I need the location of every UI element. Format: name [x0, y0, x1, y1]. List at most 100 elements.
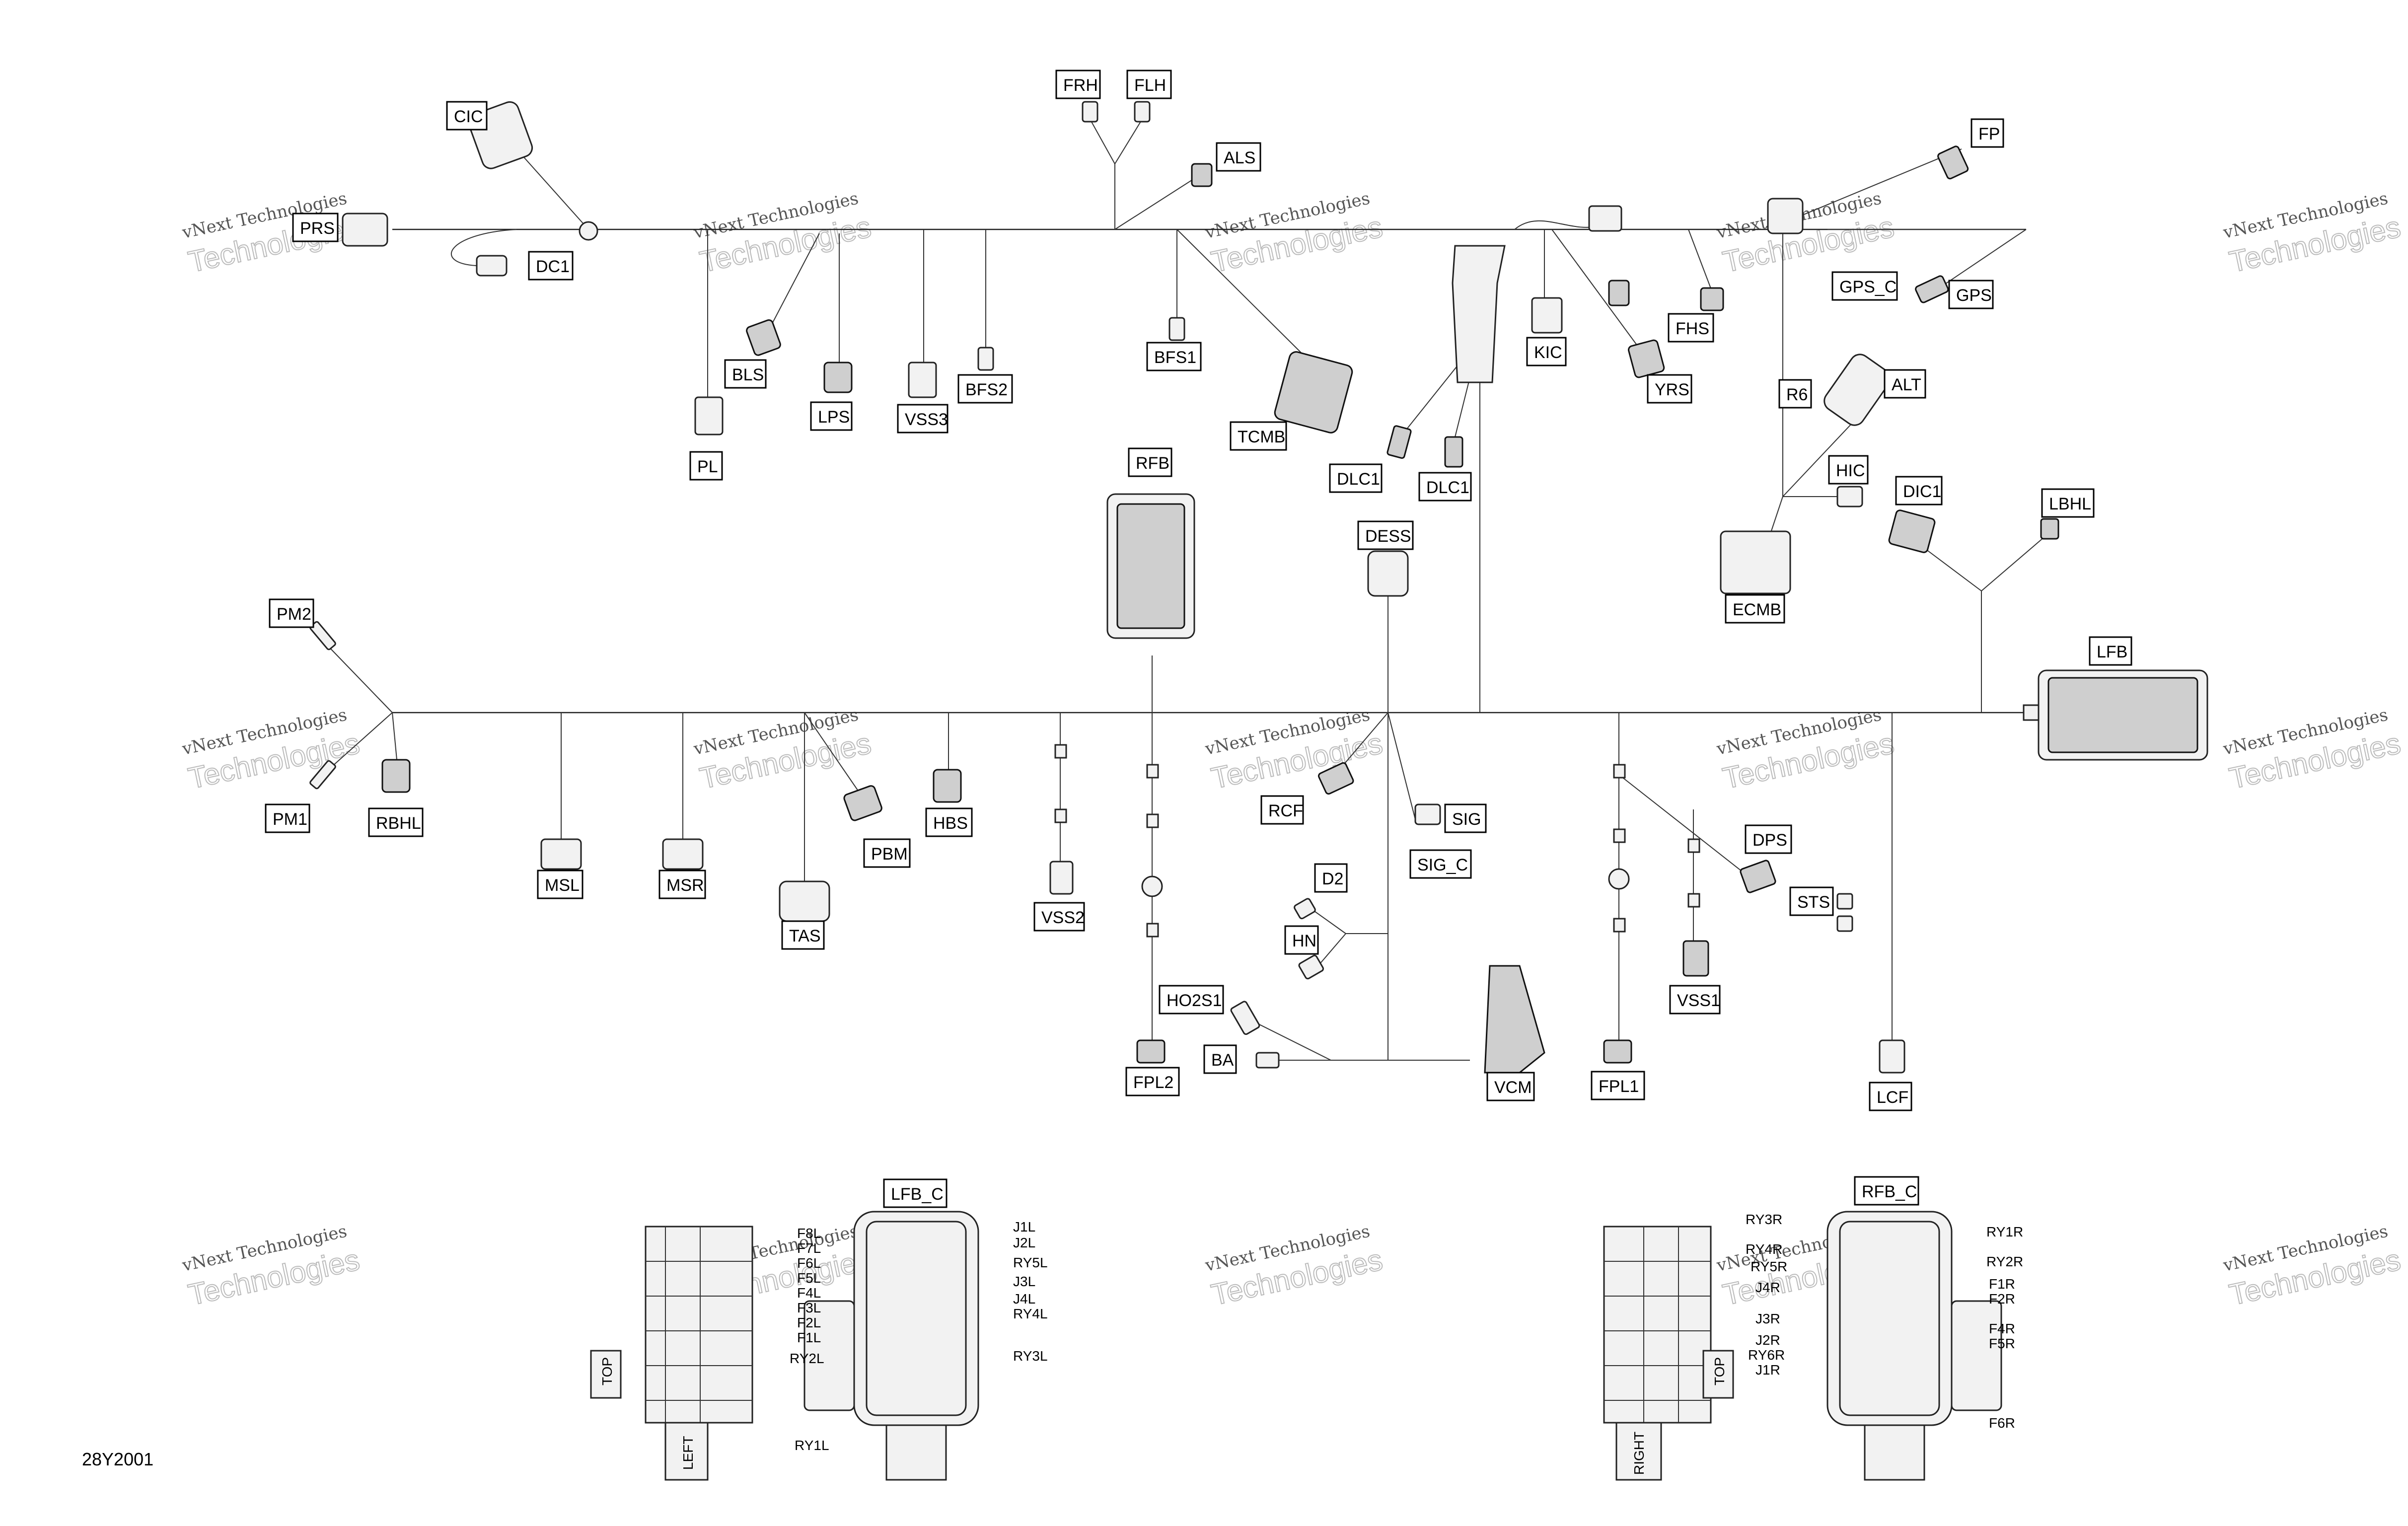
pin-label: F4L — [797, 1285, 821, 1301]
label-msl[interactable]: MSL — [537, 870, 584, 899]
label-dic1[interactable]: DIC1 — [1895, 476, 1943, 506]
right-fuse-box-detail: TOP RIGHT RY3R RY4R RY5R J4R J3R J2R RY6… — [1603, 1211, 2023, 1481]
label-dc1[interactable]: DC1 — [528, 251, 574, 281]
callout-labels: FRH FLH ALS CIC PRS DC1 BLS LPS VSS3 BFS… — [265, 70, 2132, 1208]
svg-text:DESS: DESS — [1365, 527, 1411, 546]
label-hic[interactable]: HIC — [1828, 455, 1869, 485]
pin-label: F1R — [1989, 1276, 2015, 1292]
label-fhs[interactable]: FHS — [1668, 313, 1714, 343]
pin-label: RY4R — [1746, 1241, 1782, 1257]
rfb-legend-table — [1603, 1226, 1712, 1424]
label-lbhl[interactable]: LBHL — [2041, 488, 2095, 518]
als-branch — [1114, 173, 1202, 230]
label-rfb[interactable]: RFB — [1128, 447, 1172, 477]
svg-text:PBM: PBM — [871, 845, 908, 864]
label-pbm[interactable]: PBM — [863, 838, 911, 868]
svg-text:GPS: GPS — [1956, 286, 1992, 305]
label-bfs1[interactable]: BFS1 — [1146, 342, 1202, 371]
label-dlc1-a[interactable]: DLC1 — [1329, 463, 1383, 493]
harness-clip — [1608, 868, 1630, 890]
dlc1-connector-a — [1386, 425, 1412, 459]
hn-branch-b — [1315, 933, 1346, 969]
label-r6[interactable]: R6 — [1778, 379, 1812, 409]
tcmb-branch — [1176, 229, 1312, 363]
label-bls[interactable]: BLS — [724, 359, 767, 389]
label-vss3[interactable]: VSS3 — [897, 404, 949, 434]
label-vss1[interactable]: VSS1 — [1669, 985, 1721, 1015]
pin-label: RY4L — [1013, 1306, 1048, 1321]
harness-plug — [1608, 280, 1630, 306]
pin-label: F4R — [1989, 1321, 2015, 1336]
label-kic[interactable]: KIC — [1526, 337, 1567, 366]
harness-clip — [1054, 808, 1067, 823]
svg-text:MSR: MSR — [666, 876, 704, 895]
loop-wire — [1514, 220, 1600, 230]
label-dlc1-b[interactable]: DLC1 — [1418, 472, 1472, 502]
lfb-legend-table — [645, 1226, 753, 1424]
svg-text:DC1: DC1 — [536, 257, 570, 276]
label-sts[interactable]: STS — [1789, 886, 1834, 916]
label-d2[interactable]: D2 — [1314, 863, 1348, 893]
label-ecmb[interactable]: ECMB — [1725, 594, 1785, 624]
lfb-cover-tab — [885, 1424, 947, 1481]
tcmb-module — [1274, 351, 1353, 434]
fpl2-connector — [1136, 1039, 1166, 1064]
label-bfs2[interactable]: BFS2 — [957, 374, 1013, 404]
label-flh[interactable]: FLH — [1126, 70, 1172, 99]
label-rfb-c[interactable]: RFB_C — [1854, 1176, 1919, 1206]
label-gps-c[interactable]: GPS_C — [1831, 271, 1898, 301]
label-tas[interactable]: TAS — [781, 920, 825, 950]
cic-branch — [516, 148, 589, 230]
rfb-cover-tab — [1864, 1424, 1925, 1481]
label-pl[interactable]: PL — [689, 451, 723, 481]
lfb-side-label: LEFT — [680, 1436, 696, 1470]
label-fp[interactable]: FP — [1970, 118, 2004, 148]
svg-text:BFS1: BFS1 — [1154, 348, 1196, 367]
pin-label: RY1L — [795, 1438, 829, 1453]
label-lps[interactable]: LPS — [810, 401, 853, 431]
label-rcf[interactable]: RCF — [1260, 795, 1304, 825]
harness-clip — [1054, 744, 1067, 759]
svg-text:ALT: ALT — [1892, 375, 1921, 394]
label-cic[interactable]: CIC — [446, 101, 488, 131]
pbm-branch — [804, 712, 865, 800]
label-tcmb[interactable]: TCMB — [1230, 421, 1287, 451]
label-vcm[interactable]: VCM — [1486, 1072, 1535, 1101]
sts-switch — [1836, 893, 1853, 910]
label-fpl2[interactable]: FPL2 — [1125, 1067, 1180, 1096]
label-alt[interactable]: ALT — [1884, 369, 1926, 399]
svg-text:BA: BA — [1211, 1051, 1234, 1070]
label-ho2s1[interactable]: HO2S1 — [1159, 985, 1224, 1015]
label-als[interactable]: ALS — [1216, 142, 1261, 172]
svg-text:RBHL: RBHL — [376, 814, 421, 833]
label-msr[interactable]: MSR — [658, 870, 706, 899]
label-sig[interactable]: SIG — [1444, 803, 1487, 833]
label-rbhl[interactable]: RBHL — [368, 807, 424, 837]
label-pm2[interactable]: PM2 — [269, 598, 314, 628]
svg-text:PL: PL — [697, 457, 718, 476]
label-hn[interactable]: HN — [1284, 925, 1319, 955]
label-frh[interactable]: FRH — [1055, 70, 1101, 99]
label-lcf[interactable]: LCF — [1869, 1082, 1912, 1111]
label-pm1[interactable]: PM1 — [265, 803, 310, 833]
label-vss2[interactable]: VSS2 — [1033, 902, 1085, 932]
pin-label: F5L — [797, 1270, 821, 1286]
pin-label: J4L — [1013, 1291, 1035, 1307]
label-sig-c[interactable]: SIG_C — [1409, 849, 1472, 879]
label-lfb-c[interactable]: LFB_C — [883, 1178, 948, 1208]
label-lfb[interactable]: LFB — [2089, 636, 2132, 666]
label-ba[interactable]: BA — [1203, 1044, 1237, 1074]
label-prs[interactable]: PRS — [292, 213, 339, 242]
label-yrs[interactable]: YRS — [1647, 374, 1692, 404]
rcf-connector — [1317, 762, 1354, 795]
svg-text:R6: R6 — [1786, 385, 1808, 404]
label-fpl1[interactable]: FPL1 — [1591, 1071, 1645, 1100]
svg-text:HIC: HIC — [1836, 461, 1865, 480]
label-hbs[interactable]: HBS — [925, 807, 973, 837]
label-gps[interactable]: GPS — [1948, 280, 1994, 309]
lfb-top-label: TOP — [599, 1357, 615, 1385]
label-dps[interactable]: DPS — [1745, 824, 1792, 854]
svg-text:DPS: DPS — [1752, 831, 1787, 850]
label-dess[interactable]: DESS — [1357, 520, 1414, 550]
